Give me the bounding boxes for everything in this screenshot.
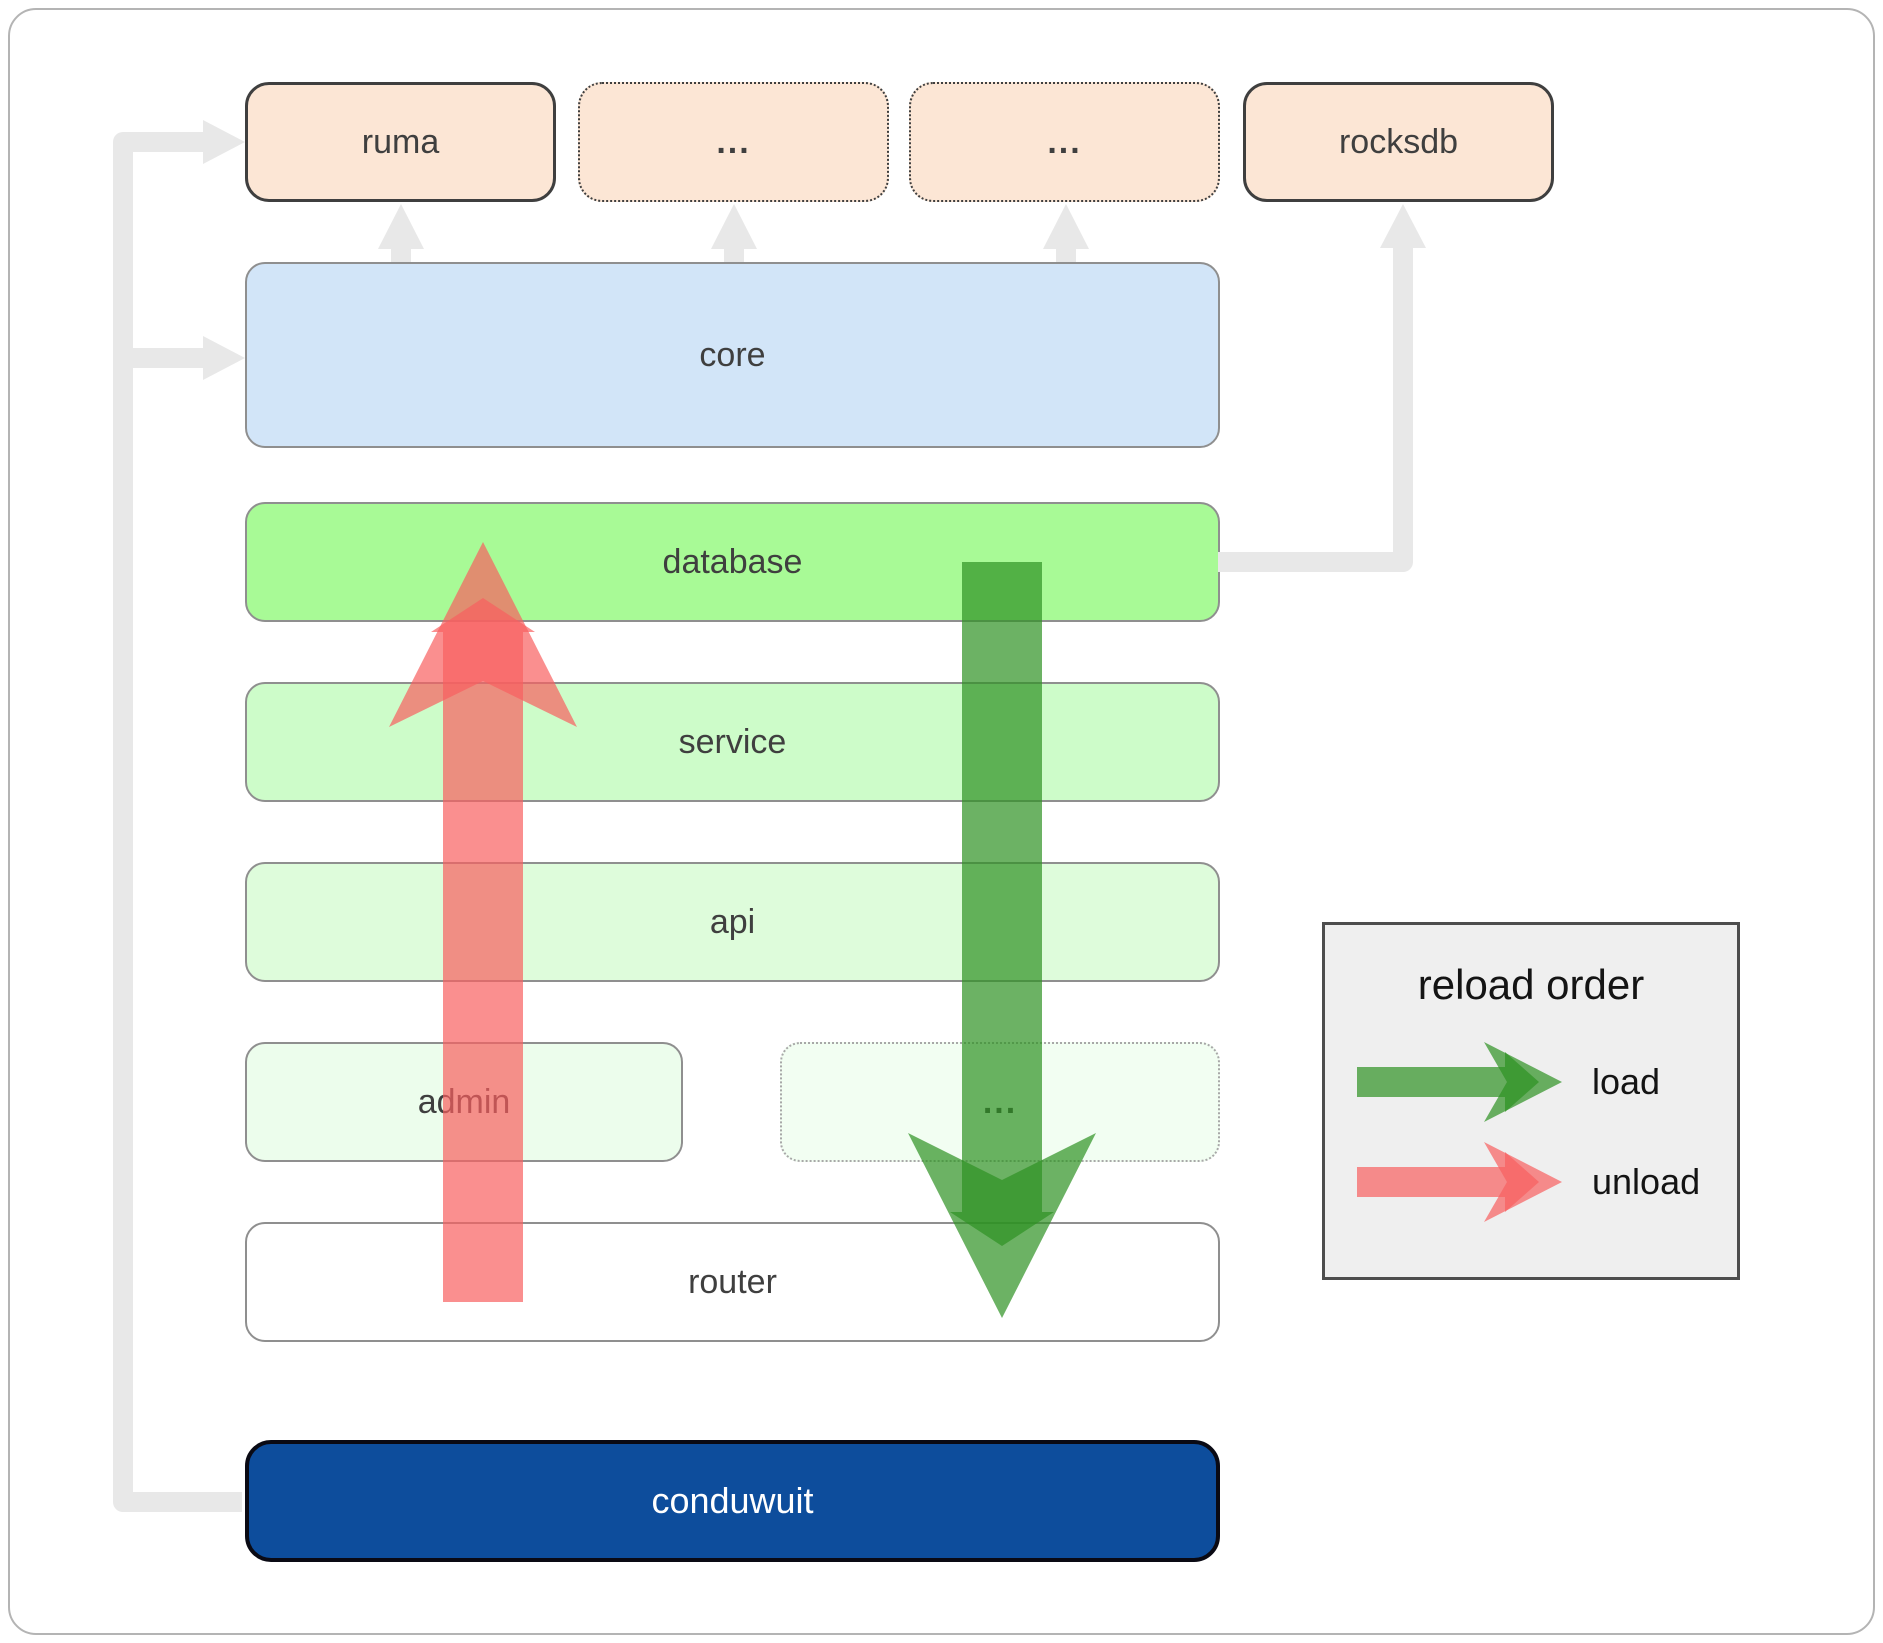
node-rocksdb: rocksdb (1243, 82, 1554, 202)
node-conduwuit-label: conduwuit (651, 1480, 814, 1521)
node-core: core (245, 262, 1220, 448)
node-modules-2: ... (909, 82, 1220, 202)
node-admin-label: admin (417, 1082, 511, 1121)
node-router: router (245, 1222, 1220, 1342)
node-api-label: api (709, 902, 756, 941)
node-service: service (245, 682, 1220, 802)
node-service-label: service (678, 722, 787, 761)
node-database: database (245, 502, 1220, 622)
node-admin: admin (245, 1042, 683, 1162)
node-api: api (245, 862, 1220, 982)
legend: reload order (1322, 922, 1740, 1280)
node-modules-1: ... (578, 82, 889, 202)
node-modules-3-label: ... (982, 1082, 1018, 1121)
node-conduwuit: conduwuit (245, 1440, 1220, 1562)
node-database-label: database (662, 542, 803, 581)
diagram-outer-frame (8, 8, 1875, 1635)
node-rocksdb-label: rocksdb (1338, 122, 1459, 161)
node-ruma-label: ruma (361, 122, 440, 161)
node-modules-2-label: ... (1047, 122, 1082, 161)
node-modules-3: ... (780, 1042, 1220, 1162)
node-router-label: router (688, 1262, 777, 1301)
node-modules-1-label: ... (716, 122, 751, 161)
legend-title: reload order (1417, 961, 1645, 1008)
node-ruma: ruma (245, 82, 556, 202)
legend-load-label: load (1592, 1061, 1661, 1102)
legend-unload-label: unload (1592, 1161, 1701, 1202)
node-core-label: core (699, 335, 766, 374)
